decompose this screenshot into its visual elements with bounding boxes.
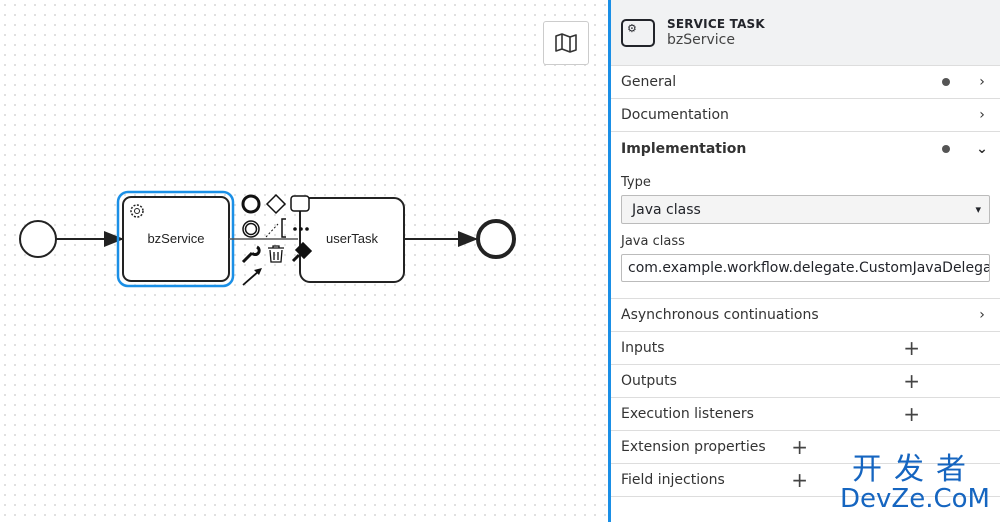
section-label: Field injections [621,472,725,488]
connect-arrow-icon[interactable] [242,268,262,286]
chevron-right-icon: › [979,74,985,90]
bpmn-canvas[interactable]: bzService userTask [0,0,608,522]
watermark: 开发者 DevZe.CoM [840,444,990,514]
element-name: bzService [667,32,735,48]
section-extension-properties[interactable]: Extension properties + [611,431,1000,464]
more-icon[interactable] [293,227,309,231]
append-gateway-icon[interactable] [265,193,287,215]
type-label: Type [621,175,651,190]
service-task-icon: ⚙ [621,18,655,47]
section-documentation[interactable]: Documentation › [611,99,1000,132]
add-listener-button[interactable]: + [903,402,920,426]
section-label: Documentation [621,107,729,123]
element-type: SERVICE TASK [667,17,765,31]
add-input-button[interactable]: + [903,336,920,360]
type-select[interactable]: Java class ▾ [621,195,990,224]
section-implementation[interactable]: Implementation ⌄ [611,132,1000,165]
watermark-line2: DevZe.CoM [840,484,990,514]
chevron-right-icon: › [979,107,985,123]
minimap-toggle-button[interactable] [543,21,589,65]
section-label: Asynchronous continuations [621,307,819,323]
section-field-injections[interactable]: Field injections + [611,464,1000,497]
append-end-event-icon[interactable] [241,194,261,214]
chevron-down-icon: ⌄ [976,140,988,157]
type-select-value: Java class [632,201,701,218]
section-async-continuations[interactable]: Asynchronous continuations › [611,299,1000,332]
append-intermediate-event-icon[interactable] [242,220,260,238]
section-execution-listeners[interactable]: Execution listeners + [611,398,1000,431]
java-class-input[interactable]: com.example.workflow.delegate.CustomJava… [621,254,990,282]
service-task-label: bzService [147,231,204,246]
java-class-label: Java class [621,234,685,249]
implementation-body: Type Java class ▾ Java class com.example.… [611,165,1000,299]
color-brush-icon[interactable] [291,241,313,263]
append-task-icon[interactable] [290,195,310,212]
trash-icon[interactable] [268,245,284,263]
section-label: General [621,74,677,90]
section-label: Execution listeners [621,406,754,422]
section-outputs[interactable]: Outputs + [611,365,1000,398]
section-label: Extension properties [621,439,766,455]
section-label: Implementation [621,140,747,157]
has-data-indicator [942,78,950,86]
start-event[interactable] [19,220,57,258]
end-event[interactable] [476,219,516,259]
wrench-icon[interactable] [241,245,261,264]
section-label: Inputs [621,340,665,356]
section-inputs[interactable]: Inputs + [611,332,1000,365]
chevron-right-icon: › [979,307,985,323]
association-icon[interactable] [265,223,279,238]
section-label: Outputs [621,373,677,389]
watermark-line1: 开发者 [852,452,978,487]
add-field-button[interactable]: + [791,468,808,492]
gear-icon [130,204,144,218]
has-data-indicator [942,144,950,153]
section-general[interactable]: General › [611,66,1000,99]
add-property-button[interactable]: + [791,435,808,459]
panel-header: ⚙ SERVICE TASK bzService [611,0,1000,66]
chevron-down-icon: ▾ [975,203,981,216]
user-task-label: userTask [326,231,379,246]
properties-panel: ⚙ SERVICE TASK bzService General › Docume… [608,0,1000,522]
add-output-button[interactable]: + [903,369,920,393]
text-annotation-icon[interactable] [281,218,286,238]
map-icon [555,33,577,53]
